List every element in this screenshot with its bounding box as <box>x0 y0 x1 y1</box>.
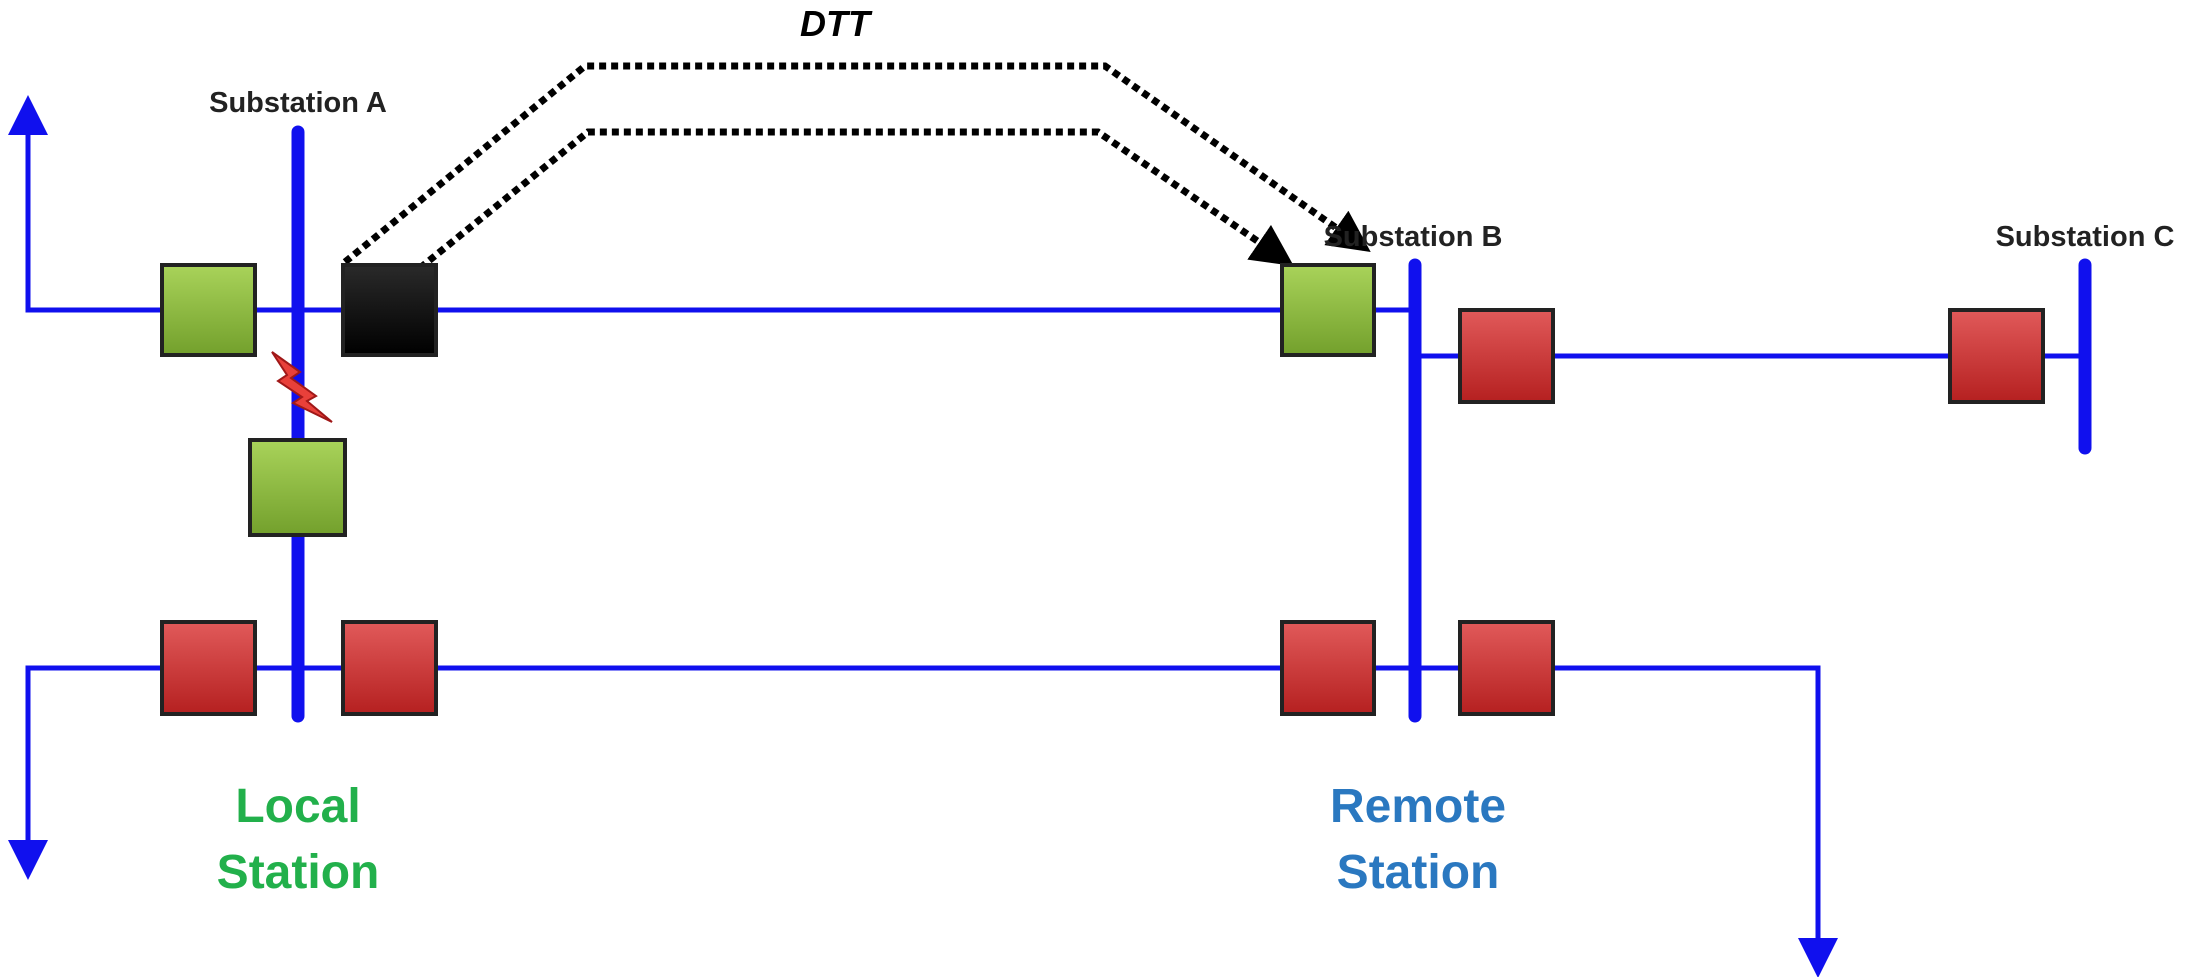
breaker-c-line-b[interactable] <box>1948 308 2045 404</box>
local-station-label-line2: Station <box>217 846 380 899</box>
breaker-a-line-b-dtt[interactable] <box>341 263 438 357</box>
breakers <box>160 263 2045 716</box>
breaker-a-line-lower[interactable] <box>160 620 257 716</box>
substation-b-label: Substation B <box>1324 221 1503 253</box>
breaker-a-line-bc[interactable] <box>160 263 257 357</box>
breaker-a-bus-tie[interactable] <box>248 438 347 537</box>
breaker-b-line-a-upper[interactable] <box>1280 263 1376 357</box>
local-station-label-line1: Local <box>235 780 360 833</box>
breaker-b-line-lower[interactable] <box>1458 620 1555 716</box>
buses <box>291 125 2092 723</box>
substation-c-label: Substation C <box>1996 221 2175 253</box>
breaker-b-line-c[interactable] <box>1458 308 1555 404</box>
breaker-b-line-a-lower[interactable] <box>1280 620 1376 716</box>
substation-a-label: Substation A <box>209 87 387 119</box>
remote-station-label-line1: Remote <box>1330 780 1506 833</box>
dtt-label: DTT <box>800 3 873 44</box>
remote-station-label-line2: Station <box>1337 846 1500 899</box>
dtt-signal-path-outer <box>342 62 1371 265</box>
dtt-signal-paths <box>342 62 1371 271</box>
fault-lightning-icon <box>271 351 333 423</box>
breaker-a-line-ab-lower[interactable] <box>341 620 438 716</box>
dtt-signal-path-inner <box>417 128 1294 271</box>
